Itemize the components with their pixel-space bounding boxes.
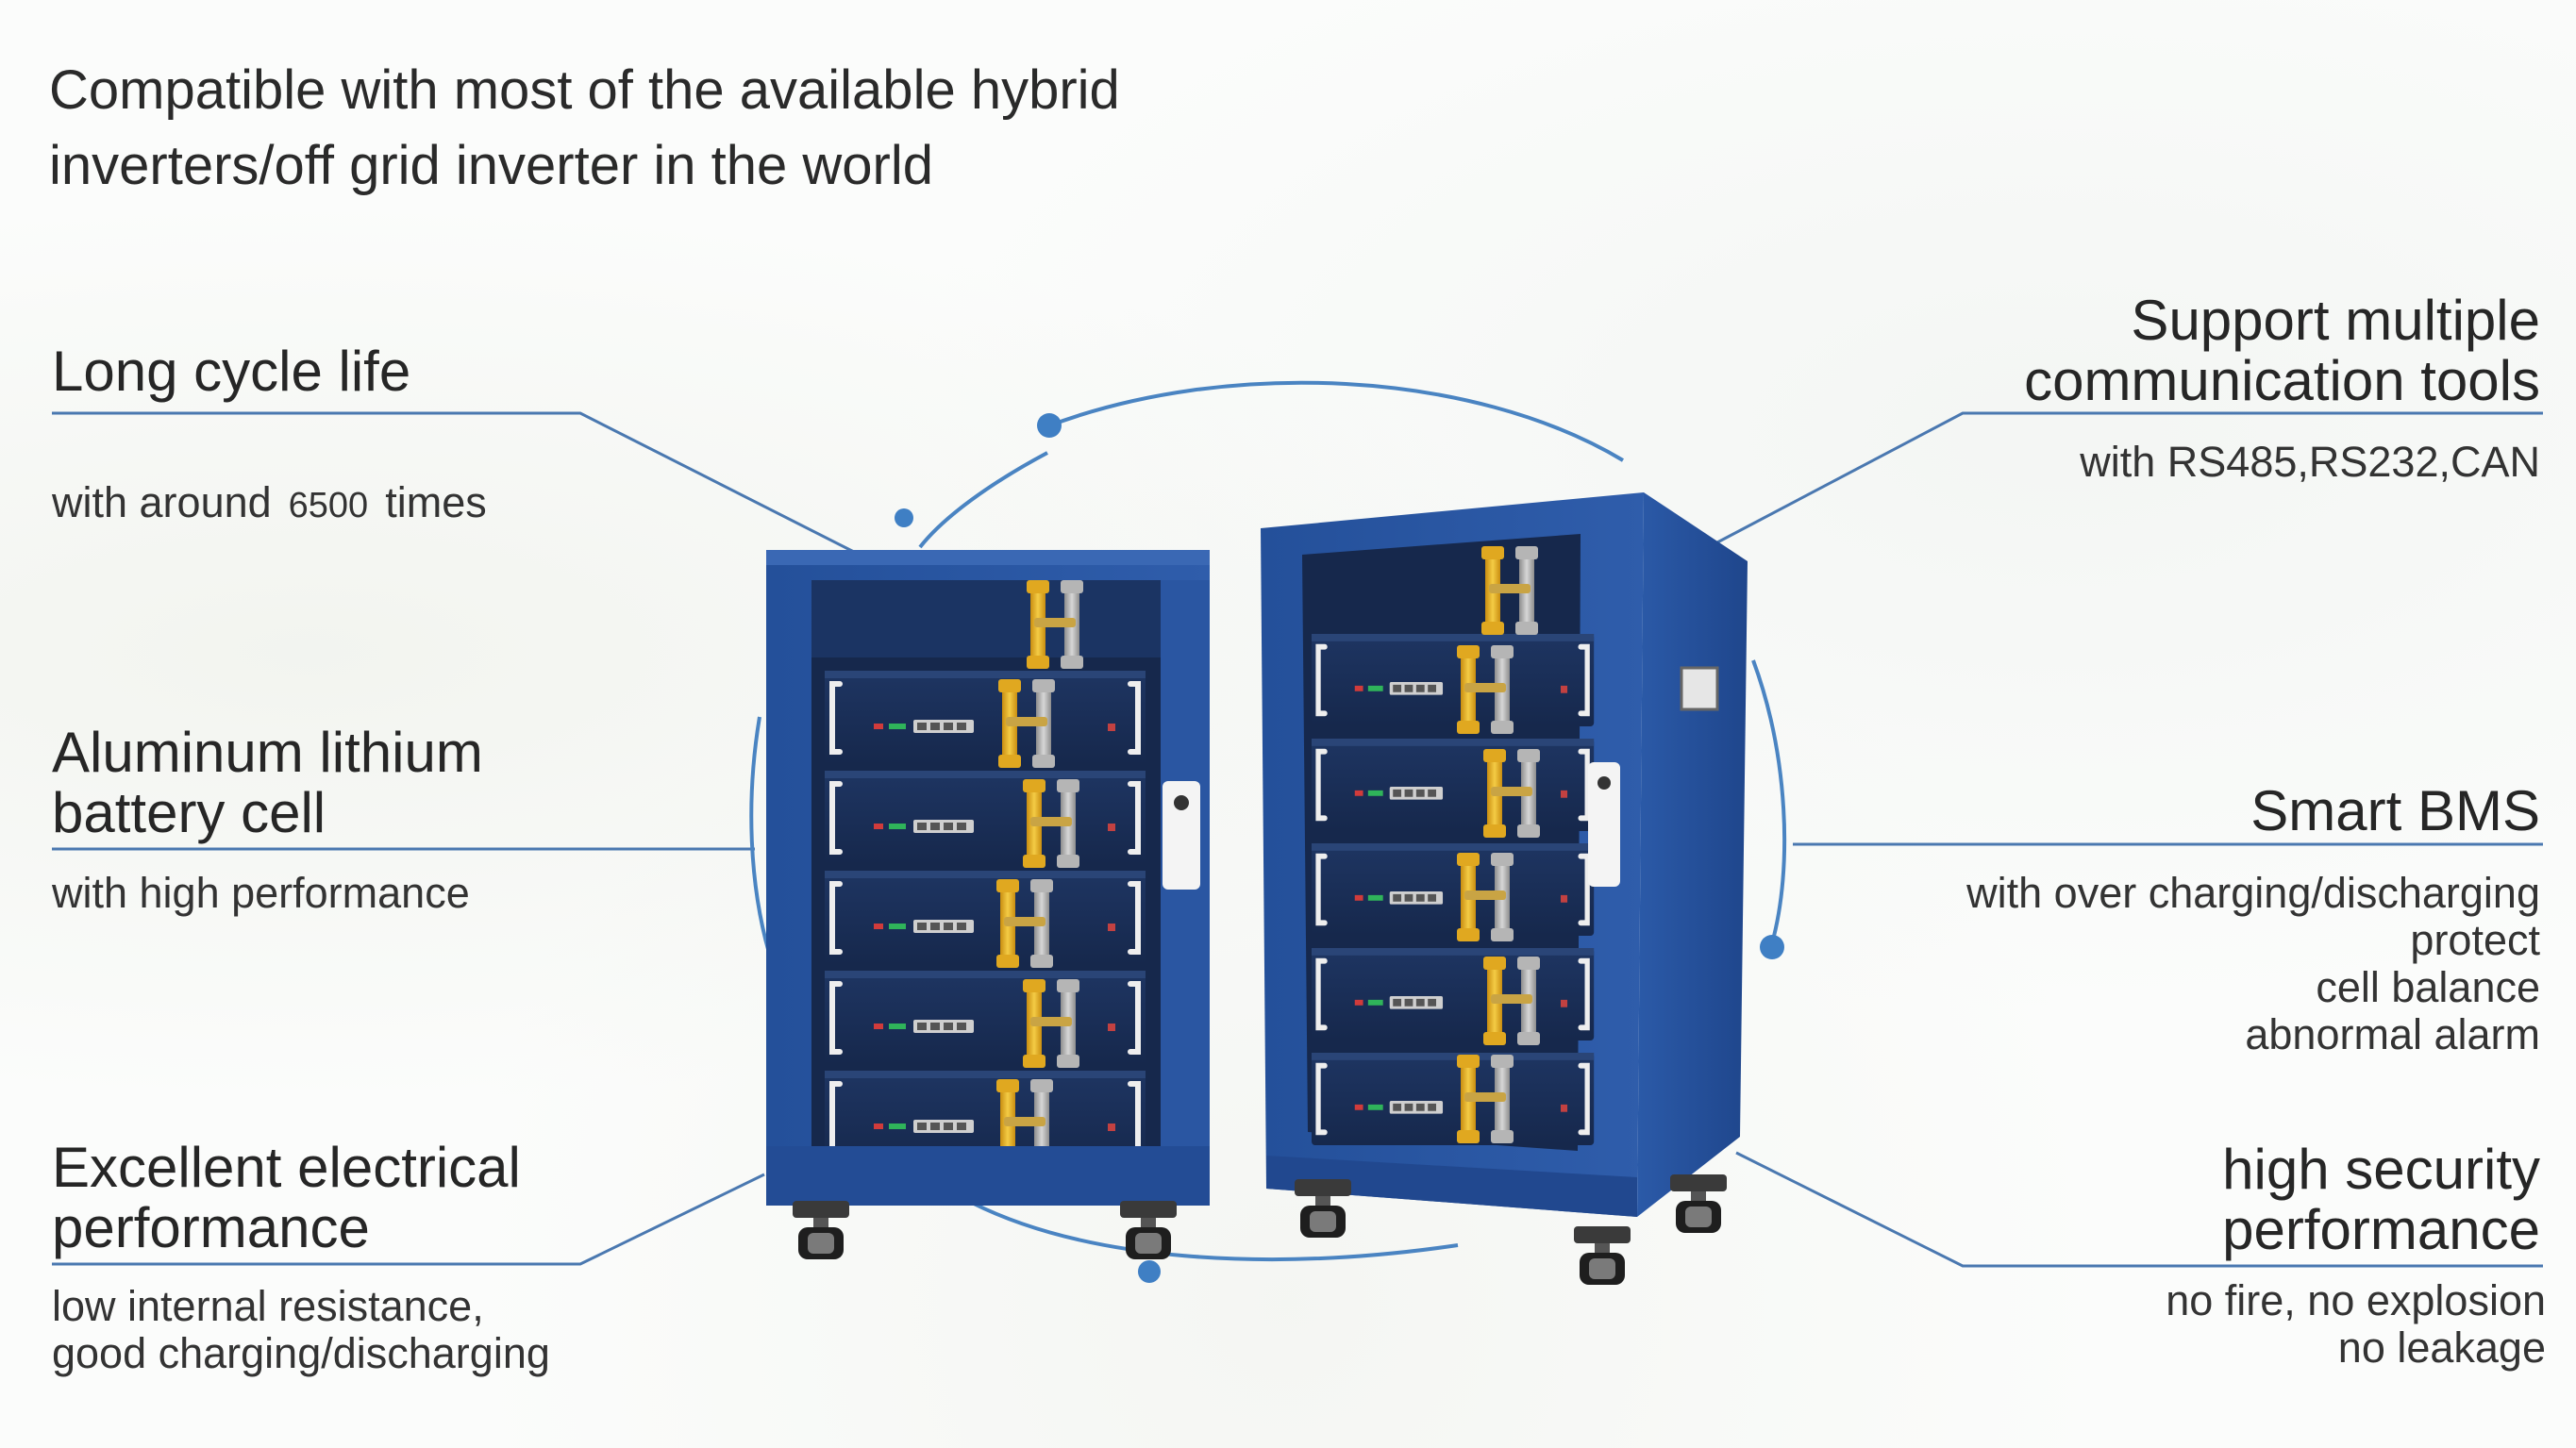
feature-title-bms: Smart BMS	[2250, 779, 2540, 842]
feature-desc-battery-cell: with high performance	[52, 869, 470, 917]
feature-desc-electrical: low internal resistance, good charging/d…	[52, 1282, 550, 1377]
feature-desc-communication: with RS485,RS232,CAN	[2080, 438, 2540, 486]
left-cabinet	[766, 550, 1210, 1259]
orbit-dots	[895, 413, 1784, 1283]
right-cabinet	[1261, 492, 1748, 1285]
feature-desc-cycle-life: with around 6500 times	[52, 432, 487, 529]
cycle-life-prefix: with around	[52, 478, 272, 526]
cycle-life-suffix: times	[385, 478, 487, 526]
feature-title-electrical: Excellent electrical performance	[52, 1136, 521, 1259]
feature-title-security: high security performance	[2222, 1138, 2540, 1261]
orbit-ring	[749, 380, 1787, 1261]
feature-title-cycle-life: Long cycle life	[52, 340, 411, 403]
callout-lines	[52, 411, 2543, 1268]
feature-title-communication: Support multiple communication tools	[2024, 289, 2540, 412]
page-headline: Compatible with most of the available hy…	[49, 59, 1120, 196]
feature-desc-security: no fire, no explosion no leakage	[2166, 1276, 2546, 1372]
cycle-count: 6500	[288, 486, 369, 525]
feature-title-battery-cell: Aluminum lithium battery cell	[52, 721, 483, 844]
feature-desc-bms: with over charging/discharging protect c…	[1966, 869, 2540, 1058]
